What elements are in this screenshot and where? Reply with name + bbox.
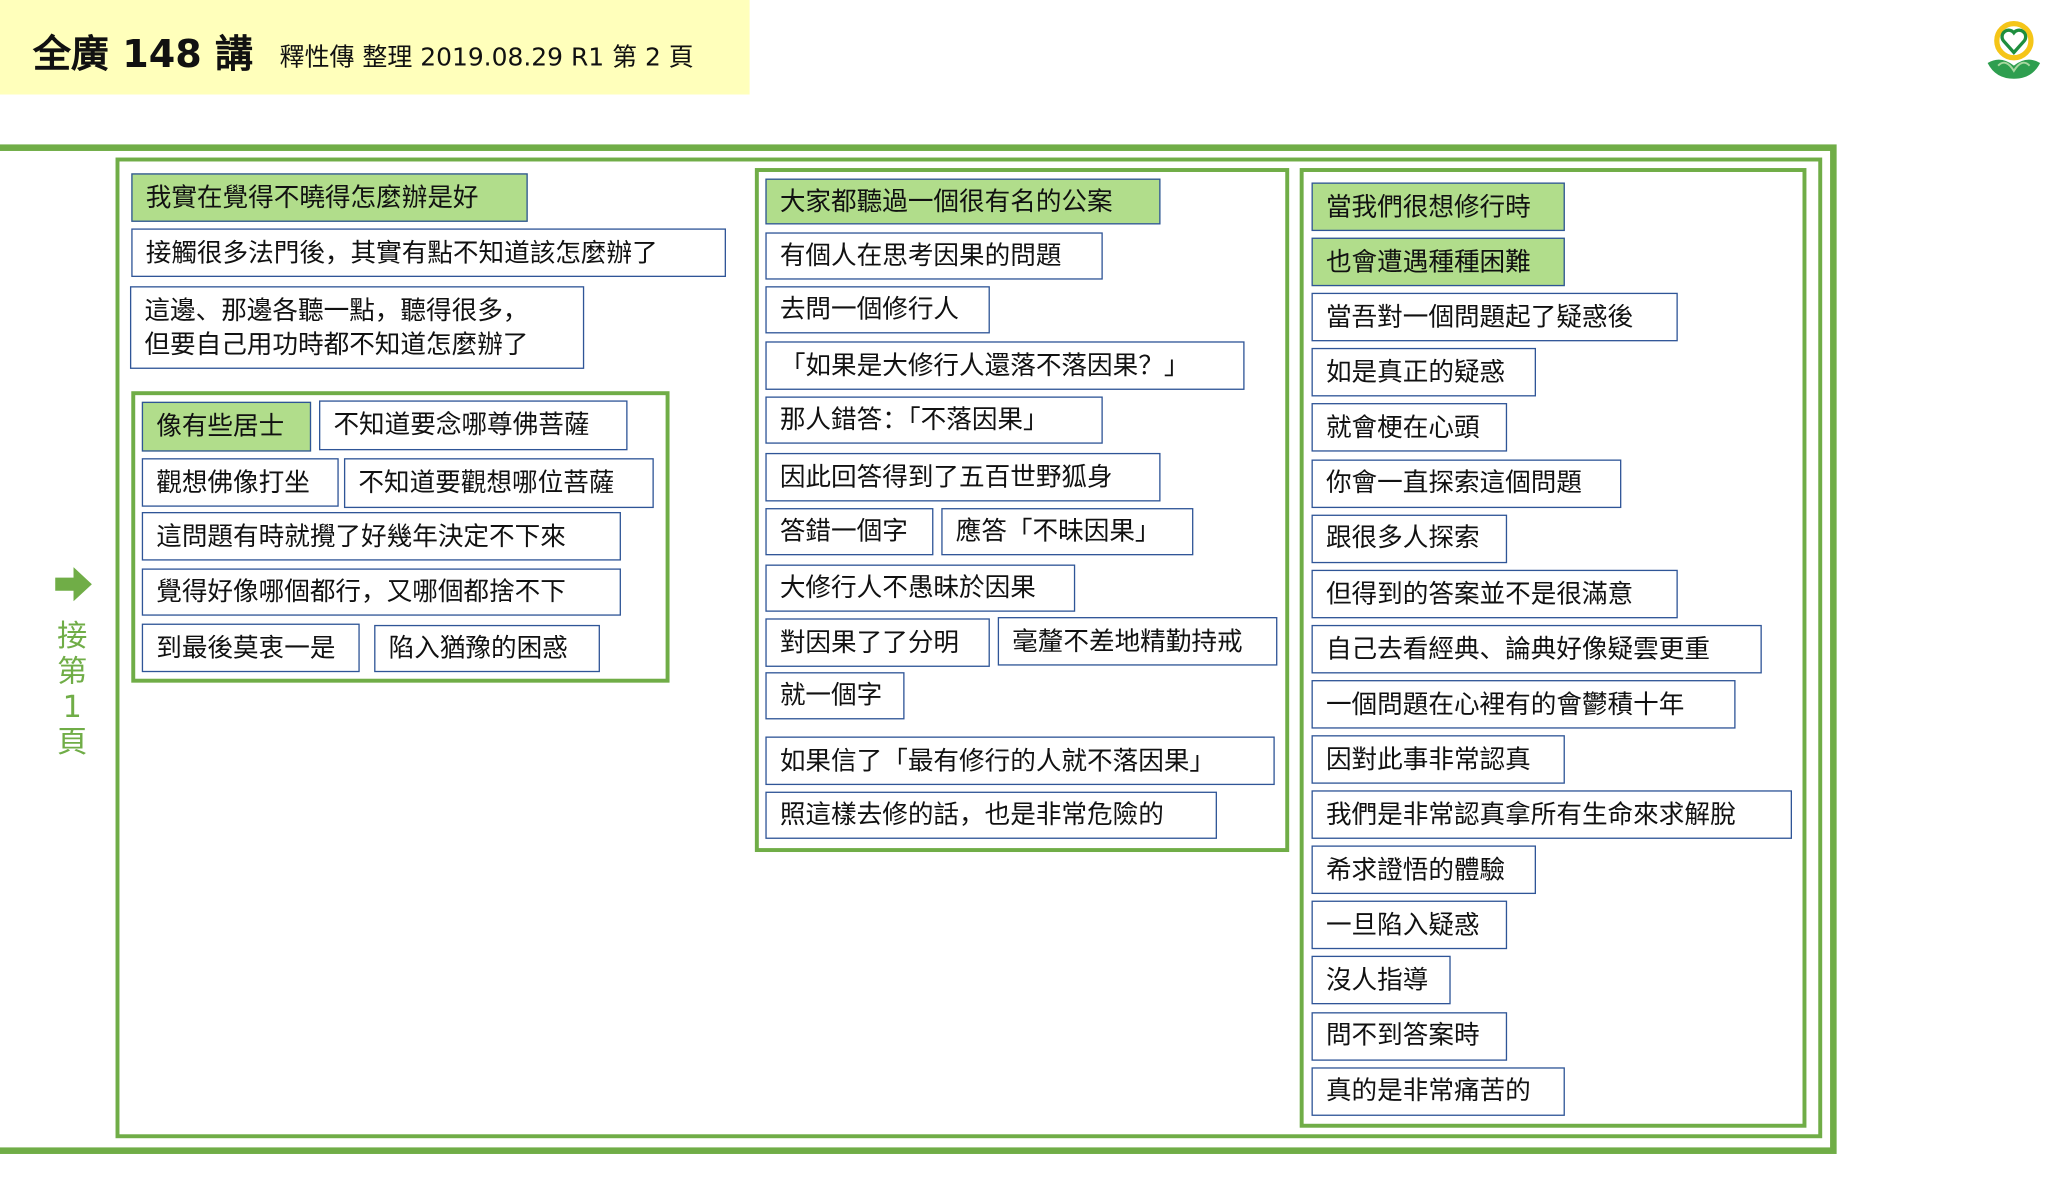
continued-line: 第 [57, 655, 88, 690]
text-box-label: 如是真正的疑惑 [1325, 357, 1506, 388]
text-box-label: 有個人在思考因果的問題 [779, 240, 1062, 271]
text-box-label: 自己去看經典、論典好像疑雲更重 [1325, 633, 1710, 664]
text-box: 到最後莫衷一是 [141, 623, 360, 673]
text-box-label: 就會梗在心頭 [1325, 412, 1480, 443]
text-box: 不知道要觀想哪位菩薩 [343, 458, 654, 509]
arrow-right-icon [55, 567, 92, 602]
outer-frame [0, 144, 1837, 1154]
text-box-label: 沒人指導 [1325, 965, 1429, 996]
text-box: 答錯一個字 [765, 508, 934, 556]
text-box-label: 你會一直探索這個問題 [1325, 467, 1582, 498]
text-box-label: 觀想佛像打坐 [156, 467, 310, 498]
text-box-label: 但得到的答案並不是很滿意 [1325, 578, 1634, 609]
text-box-label: 大家都聽過一個很有名的公案 [779, 186, 1113, 217]
highlight-text-box: 像有些居士 [141, 401, 312, 452]
text-box-label: 不知道要觀想哪位菩薩 [358, 467, 615, 498]
text-box-label: 問不到答案時 [1325, 1020, 1480, 1051]
text-box: 接觸很多法門後，其實有點不知道該怎麼辦了 [131, 228, 726, 278]
text-box: 自己去看經典、論典好像疑雲更重 [1311, 624, 1762, 674]
text-box: 有個人在思考因果的問題 [765, 232, 1103, 280]
text-box: 這問題有時就攪了好幾年決定不下來 [141, 511, 621, 561]
text-box: 你會一直探索這個問題 [1311, 458, 1622, 508]
continued-line: 接 [57, 619, 88, 654]
text-box-label: 希求證悟的體驗 [1325, 854, 1506, 885]
text-box: 我們是非常認真拿所有生命來求解脫 [1311, 790, 1792, 840]
header-banner [0, 0, 750, 95]
text-box-label: 那人錯答：「不落因果」 [779, 404, 1049, 435]
text-box-label: 如果信了「最有修行的人就不落因果」 [779, 745, 1216, 776]
text-box: 覺得好像哪個都行，又哪個都捨不下 [141, 568, 621, 616]
text-box: 如果信了「最有修行的人就不落因果」 [765, 736, 1275, 786]
text-box-label: 像有些居士 [156, 411, 285, 442]
continued-line: 頁 [57, 725, 88, 761]
text-box: 一旦陷入疑惑 [1311, 900, 1508, 950]
page-subtitle: 釋性傳 整理 2019.08.29 R1 第 2 頁 [279, 43, 694, 73]
text-box: 跟很多人探索 [1311, 514, 1508, 563]
text-box: 沒人指導 [1311, 956, 1451, 1005]
text-box: 但得到的答案並不是很滿意 [1311, 569, 1678, 618]
text-box: 當吾對一個問題起了疑惑後 [1311, 293, 1678, 342]
text-box-label: 到最後莫衷一是 [156, 632, 336, 663]
highlight-text-box: 大家都聽過一個很有名的公案 [765, 178, 1161, 225]
text-box-label: 我們是非常認真拿所有生命來求解脫 [1325, 799, 1736, 830]
text-box-label: 當我們很想修行時 [1325, 191, 1531, 222]
text-box-label: 這邊、那邊各聽一點，聽得很多， 但要自己用功時都不知道怎麼辦了 [144, 295, 529, 360]
text-box-label: 對因果了了分明 [779, 627, 960, 658]
text-box: 因對此事非常認真 [1311, 735, 1565, 784]
right-column-frame [1299, 168, 1807, 1128]
text-box-label: 也會遭遇種種困難 [1325, 246, 1531, 277]
text-box-label: 覺得好像哪個都行，又哪個都捨不下 [156, 576, 566, 607]
text-box-label: 照這樣去修的話，也是非常危險的 [779, 799, 1164, 831]
text-box-label: 我實在覺得不曉得怎麼辦是好 [145, 182, 479, 213]
text-box: 這邊、那邊各聽一點，聽得很多， 但要自己用功時都不知道怎麼辦了 [129, 286, 585, 369]
text-box: 毫釐不差地精勤持戒 [997, 617, 1278, 666]
continued-from-page-1: 接 第 1 頁 [53, 620, 92, 762]
text-box-label: 就一個字 [779, 680, 883, 711]
left-group-frame [131, 391, 670, 683]
text-box: 去問一個修行人 [765, 286, 990, 334]
text-box: 一個問題在心裡有的會鬱積十年 [1311, 679, 1736, 729]
text-box: 因此回答得到了五百世野狐身 [765, 452, 1161, 502]
highlight-text-box: 我實在覺得不曉得怎麼辦是好 [131, 173, 528, 222]
text-box: 就會梗在心頭 [1311, 403, 1508, 453]
text-box-label: 當吾對一個問題起了疑惑後 [1325, 301, 1634, 333]
text-box-label: 真的是非常痛苦的 [1325, 1075, 1531, 1106]
text-box: 「如果是大修行人還落不落因果？」 [765, 341, 1245, 390]
text-box-label: 一個問題在心裡有的會鬱積十年 [1325, 688, 1685, 720]
text-box: 那人錯答：「不落因果」 [765, 396, 1103, 444]
text-box-label: 跟很多人探索 [1325, 523, 1480, 554]
text-box: 應答「不昧因果」 [941, 508, 1194, 556]
text-box: 陷入猶豫的困惑 [374, 624, 600, 673]
text-box-label: 因此回答得到了五百世野狐身 [779, 461, 1113, 493]
continued-line: 1 [62, 690, 82, 725]
text-box-label: 這問題有時就攪了好幾年決定不下來 [156, 520, 566, 552]
text-box: 觀想佛像打坐 [141, 458, 339, 507]
middle-column-frame [754, 168, 1290, 853]
text-box: 如是真正的疑惑 [1311, 348, 1536, 397]
text-box-label: 「如果是大修行人還落不落因果？」 [779, 350, 1190, 381]
text-box: 照這樣去修的話，也是非常危險的 [765, 791, 1217, 839]
highlight-text-box: 當我們很想修行時 [1311, 182, 1565, 232]
text-box: 真的是非常痛苦的 [1311, 1066, 1565, 1116]
text-box: 不知道要念哪尊佛菩薩 [319, 400, 628, 451]
text-box: 大修行人不愚昧於因果 [765, 564, 1076, 612]
text-box-label: 毫釐不差地精勤持戒 [1012, 625, 1243, 657]
text-box-label: 一旦陷入疑惑 [1325, 909, 1480, 941]
text-box: 對因果了了分明 [765, 618, 990, 667]
text-box: 希求證悟的體驗 [1311, 845, 1536, 895]
text-box-label: 陷入猶豫的困惑 [388, 633, 568, 664]
text-box-label: 接觸很多法門後，其實有點不知道該怎麼辦了 [145, 237, 658, 268]
text-box: 就一個字 [765, 672, 905, 720]
highlight-text-box: 也會遭遇種種困難 [1311, 237, 1565, 287]
text-box-label: 答錯一個字 [779, 516, 908, 547]
text-box-label: 去問一個修行人 [779, 294, 960, 325]
inner-frame [115, 157, 1823, 1139]
text-box-label: 因對此事非常認真 [1325, 744, 1531, 775]
text-box-label: 不知道要念哪尊佛菩薩 [333, 410, 590, 441]
page-title: 全廣 148 講 [32, 31, 254, 77]
text-box-label: 應答「不昧因果」 [955, 516, 1161, 547]
text-box: 問不到答案時 [1311, 1011, 1508, 1061]
text-box-label: 大修行人不愚昧於因果 [779, 572, 1036, 604]
lotus-heart-logo-icon [1987, 21, 2041, 79]
